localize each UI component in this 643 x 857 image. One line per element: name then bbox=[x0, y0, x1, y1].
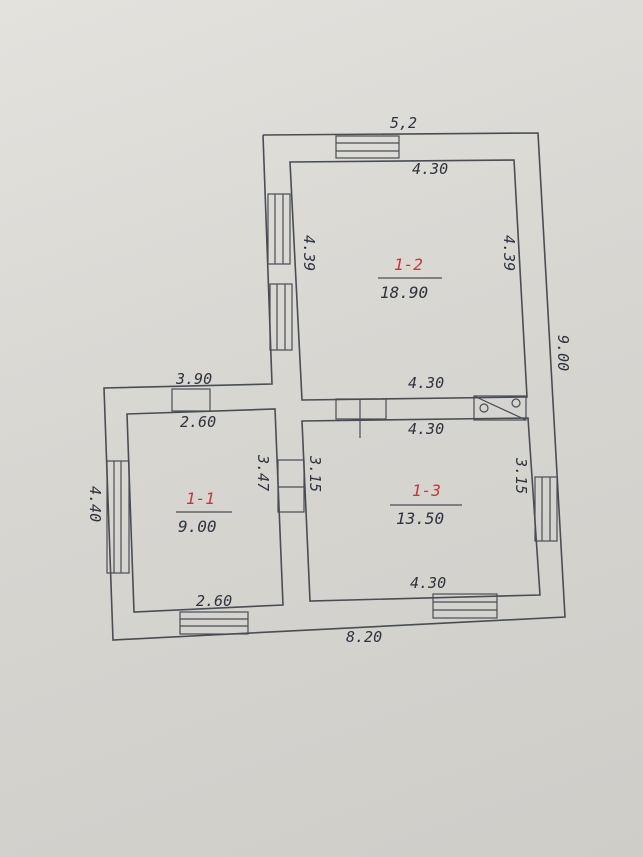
room-area-1-2: 18.90 bbox=[380, 283, 428, 302]
window-left-lower bbox=[269, 283, 293, 351]
dim-room3-right: 3.15 bbox=[512, 457, 530, 494]
door-room1-room3 bbox=[277, 459, 305, 513]
dim-room2-top: 4.30 bbox=[412, 160, 448, 178]
dim-bottom-overall: 8.20 bbox=[346, 628, 382, 646]
dim-room3-top: 4.30 bbox=[408, 420, 444, 438]
window-top bbox=[335, 135, 400, 159]
dim-room2-left: 4.39 bbox=[300, 235, 318, 271]
window-room3-bottom bbox=[432, 593, 498, 619]
outer-wall bbox=[103, 132, 566, 641]
window-room3-right bbox=[534, 476, 558, 542]
window-room1-bottom bbox=[179, 611, 249, 635]
window-room1-top bbox=[171, 388, 211, 412]
room-1-1-outline bbox=[126, 408, 284, 613]
room-area-1-3: 13.50 bbox=[396, 509, 444, 528]
dim-room3-bottom: 4.30 bbox=[410, 574, 446, 592]
stove-fixture bbox=[473, 395, 527, 421]
dim-left-overall: 4.40 bbox=[86, 486, 104, 522]
room-id-1-3: 1-3 bbox=[412, 481, 441, 500]
window-room1-left bbox=[106, 460, 130, 574]
dim-room1-bottom: 2.60 bbox=[196, 592, 232, 610]
dim-room1-right: 3.47 bbox=[254, 454, 272, 491]
room-id-1-1: 1-1 bbox=[186, 489, 215, 508]
door-middle bbox=[335, 398, 387, 438]
window-left-upper bbox=[267, 193, 291, 265]
dim-room2-bottom: 4.30 bbox=[408, 374, 444, 392]
dim-room3-left: 3.15 bbox=[306, 455, 324, 492]
dim-room1-top: 2.60 bbox=[180, 413, 216, 431]
dim-ext-top-left: 3.90 bbox=[175, 370, 212, 388]
dim-right-overall: 9.00 bbox=[554, 335, 572, 371]
room-1-2-outline bbox=[289, 159, 528, 401]
room-area-1-1: 9.00 bbox=[178, 517, 217, 536]
dim-top-overall: 5,2 bbox=[390, 114, 417, 132]
room-1-3-outline bbox=[301, 417, 541, 602]
dim-room2-right: 4.39 bbox=[500, 235, 518, 271]
room-id-1-2: 1-2 bbox=[394, 255, 423, 274]
